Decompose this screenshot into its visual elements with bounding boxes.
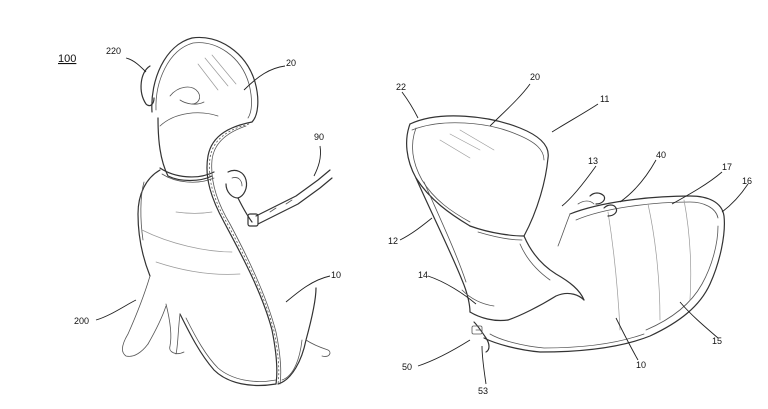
- label-14: 14: [418, 270, 428, 280]
- label-10-right: 10: [636, 360, 646, 370]
- label-90: 90: [314, 132, 324, 142]
- figure-number-label: 100: [58, 53, 76, 65]
- hood-side-panel: [415, 177, 471, 313]
- label-11: 11: [600, 94, 609, 104]
- label-53: 53: [478, 386, 488, 396]
- dog-legs: [122, 275, 331, 357]
- hood-front-opening: [469, 157, 585, 301]
- dog-head: [157, 86, 219, 182]
- clear-hood-shell: [406, 115, 549, 227]
- label-40: 40: [656, 150, 666, 160]
- leash-and-clip: [225, 169, 333, 227]
- figure-right-coat: [399, 83, 749, 385]
- figure-left-dog-in-coat: [95, 36, 333, 387]
- label-10-left: 10: [331, 270, 341, 280]
- label-13: 13: [588, 156, 598, 166]
- attachment-clips: [577, 192, 618, 217]
- label-20-right: 20: [530, 72, 540, 82]
- label-200: 200: [74, 316, 89, 326]
- coat-main-body: [483, 195, 725, 353]
- label-22: 22: [396, 82, 406, 92]
- coat-body: [137, 169, 317, 387]
- label-15: 15: [712, 336, 722, 346]
- label-20-left: 20: [286, 58, 296, 68]
- neck-collar: [159, 167, 215, 178]
- label-220: 220: [106, 46, 121, 56]
- label-50: 50: [402, 362, 412, 372]
- label-16: 16: [742, 176, 752, 186]
- label-12: 12: [388, 236, 398, 246]
- clear-hood-dome: [151, 36, 259, 123]
- label-17: 17: [722, 162, 732, 172]
- front-seam: [206, 121, 282, 385]
- neck-opening: [461, 289, 585, 322]
- dog-ear: [140, 65, 155, 107]
- front-fastener: [471, 321, 490, 353]
